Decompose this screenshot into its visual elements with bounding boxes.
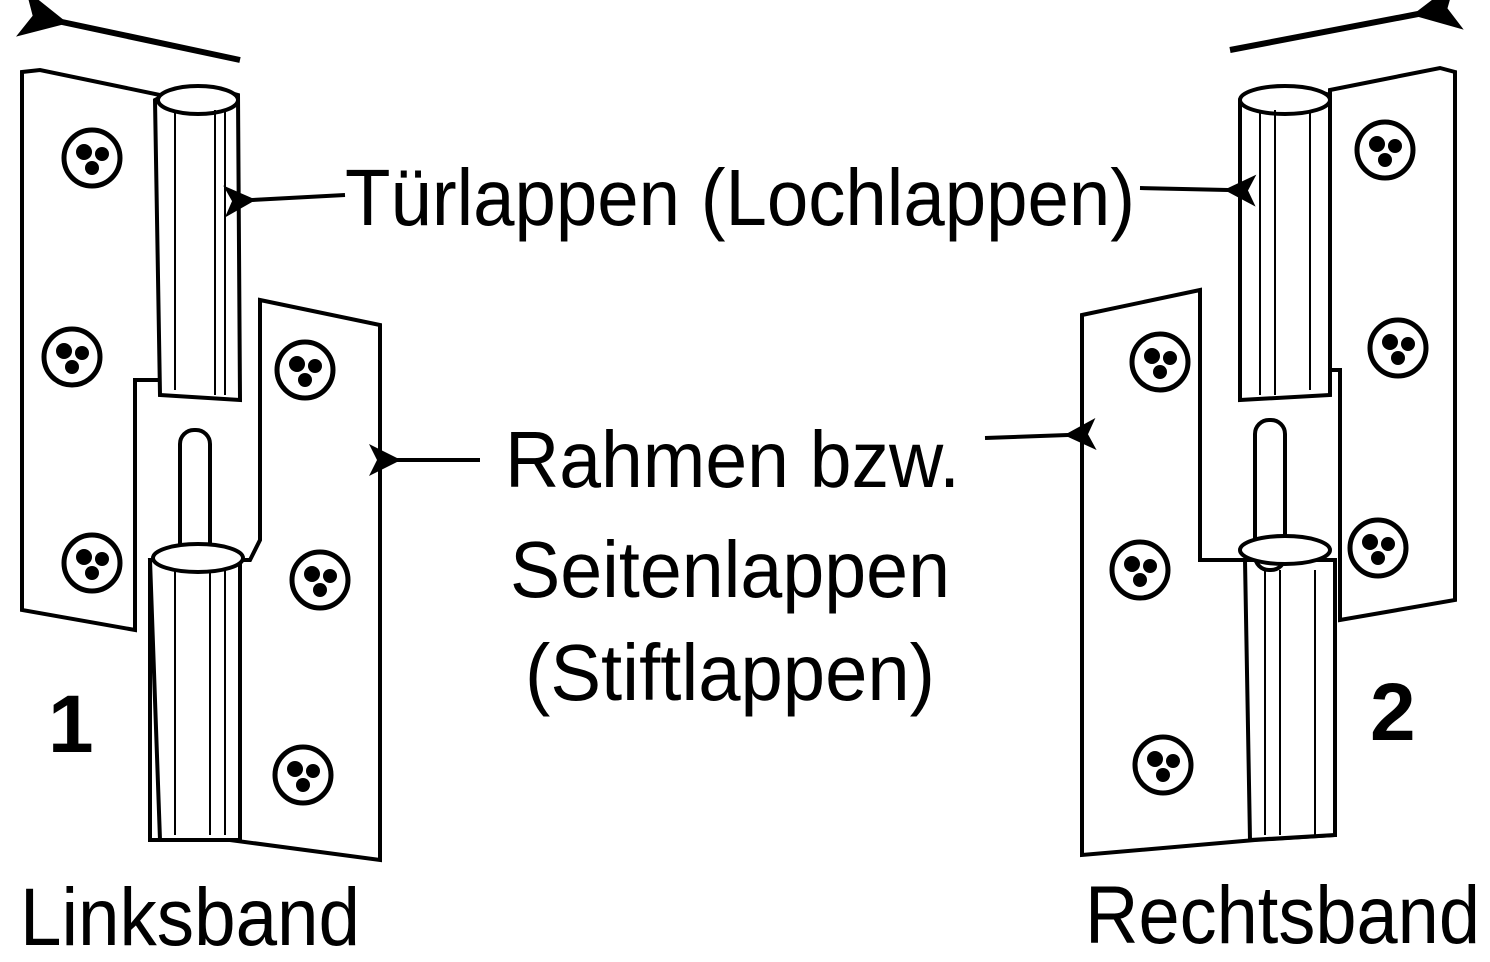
- right-direction-arrow: [1229, 0, 1464, 53]
- frame-label-line2: Seitenlappen: [510, 525, 950, 614]
- right-hinge-name: Rechtsband: [1085, 870, 1480, 961]
- left-direction-arrow: [15, 0, 241, 63]
- right-hinge: [1080, 65, 1457, 858]
- left-hinge-name: Linksband: [20, 872, 360, 962]
- door-leaf-label: Türlappen (Lochlappen): [345, 153, 1135, 242]
- left-upper-knuckle: [152, 86, 243, 403]
- pointer-arrow-right-door: [1139, 174, 1257, 207]
- left-number: 1: [48, 679, 94, 770]
- frame-label-line1: Rahmen bzw.: [505, 415, 960, 504]
- right-upper-knuckle: [1238, 86, 1332, 403]
- right-pin: [1253, 418, 1287, 572]
- frame-label-line3: (Stiftlappen): [525, 628, 935, 717]
- pointer-arrow-right-frame: [984, 417, 1097, 450]
- pointer-arrow-left-door: [223, 185, 346, 218]
- left-hinge: [20, 67, 382, 863]
- right-number: 2: [1370, 667, 1416, 758]
